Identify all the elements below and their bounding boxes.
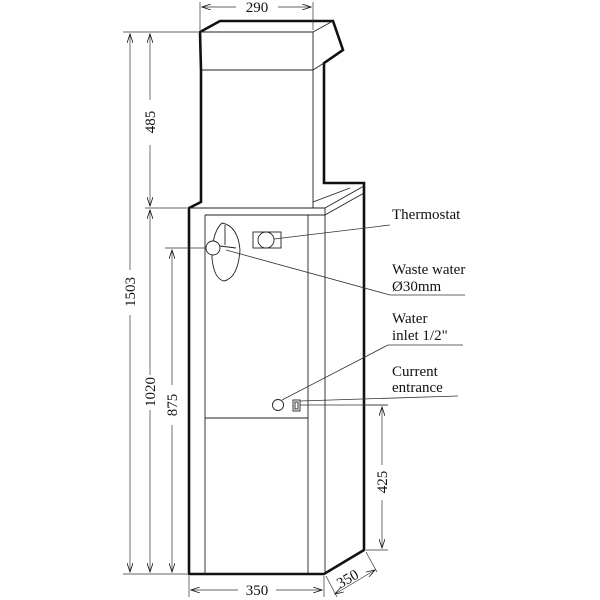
dimension-base-width: 350 <box>246 583 269 599</box>
current-entrance-label: Current <box>392 364 439 380</box>
dimension-top-width: 290 <box>246 0 269 16</box>
cabinet-detail-lines <box>189 20 365 574</box>
waste-water-label: Waste water <box>392 262 465 278</box>
water-inlet-size-label: inlet 1/2" <box>392 328 448 344</box>
dimension-inlet-height: 425 <box>375 471 391 494</box>
current-entrance-fitting <box>292 399 301 412</box>
extension-lines <box>123 2 388 598</box>
dimension-drain-height: 875 <box>165 394 181 417</box>
water-inlet-fitting <box>272 399 284 411</box>
waste-water-size-label: Ø30mm <box>392 279 442 295</box>
water-inlet-label: Water <box>392 311 427 327</box>
thermostat-fitting <box>252 231 282 249</box>
dimension-base-depth: 350 <box>334 567 361 592</box>
thermostat-label: Thermostat <box>392 207 461 223</box>
current-entrance-label-2: entrance <box>392 380 443 396</box>
dimension-upper-height: 485 <box>143 111 159 134</box>
cabinet-outline <box>187 19 366 576</box>
leader-lines <box>225 224 465 406</box>
dimension-total-height: 1503 <box>123 277 139 307</box>
dimension-lines <box>130 7 382 594</box>
dimension-lower-height: 1020 <box>143 377 159 407</box>
waste-water-fitting <box>205 222 241 282</box>
